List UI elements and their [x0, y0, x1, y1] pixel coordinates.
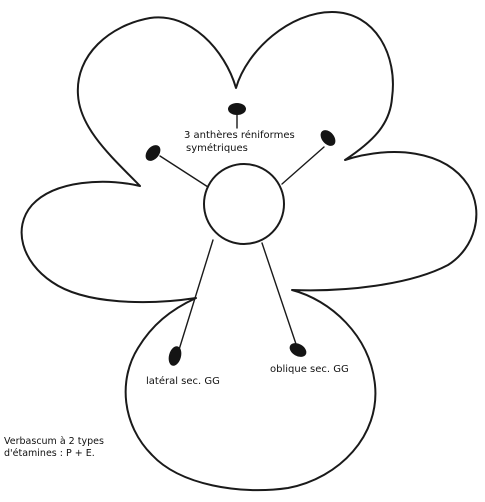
corolla-outline	[20, 11, 478, 492]
filament-lower-left	[177, 239, 214, 354]
anther-top	[228, 103, 246, 115]
filament-upper-left	[159, 155, 209, 188]
species-note-line2: d'étamines : P + E.	[4, 447, 95, 459]
anthers-label-line2: symétriques	[186, 142, 248, 154]
anthers-label: 3 anthères réniformes symétriques	[184, 130, 295, 155]
filament-lower-right	[261, 242, 298, 348]
anther-upper-right	[320, 130, 336, 146]
species-note: Verbascum à 2 types d'étamines : P + E.	[4, 436, 104, 460]
anther-upper-left	[145, 145, 161, 161]
lateral-stamen-label: latéral sec. GG	[146, 376, 220, 387]
central-disk	[203, 163, 285, 245]
filament-upper-right	[281, 146, 325, 185]
anthers-label-line1: 3 anthères réniformes	[184, 130, 295, 141]
anther-lower-left	[168, 346, 182, 366]
anther-lower-right	[289, 343, 307, 357]
species-note-line1: Verbascum à 2 types	[4, 436, 104, 447]
oblique-stamen-label: oblique sec. GG	[270, 364, 349, 375]
